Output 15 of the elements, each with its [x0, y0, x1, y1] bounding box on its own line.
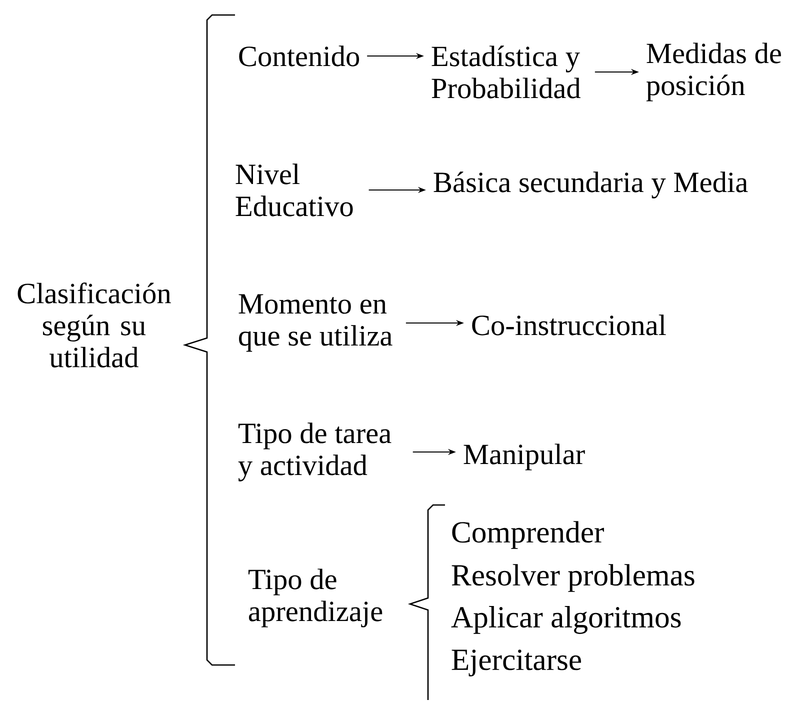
- text-label: Tipo de aprendizaje: [248, 568, 382, 628]
- text-label: Momento en que se utiliza: [238, 294, 392, 352]
- text-label: Estadística y Probabilidad: [432, 46, 580, 98]
- text-label: Manipular: [464, 444, 585, 470]
- text-label: Comprender: [452, 521, 604, 549]
- text-label: Básica secundaria y Media: [434, 172, 748, 198]
- text-label: Medidas de posición: [646, 42, 781, 102]
- text-label: Co-instruccional: [472, 314, 666, 336]
- text-label: Clasificación según su utilidad: [18, 282, 171, 368]
- text-label: Tipo de tarea y actividad: [238, 422, 392, 482]
- text-label: Ejercitarse: [452, 650, 581, 676]
- text-label: Contenido: [239, 46, 360, 66]
- text-label: Resolver problemas: [452, 564, 694, 592]
- text-label: Nivel Educativo: [236, 164, 353, 216]
- text-label: Aplicar algoritmos: [451, 606, 681, 634]
